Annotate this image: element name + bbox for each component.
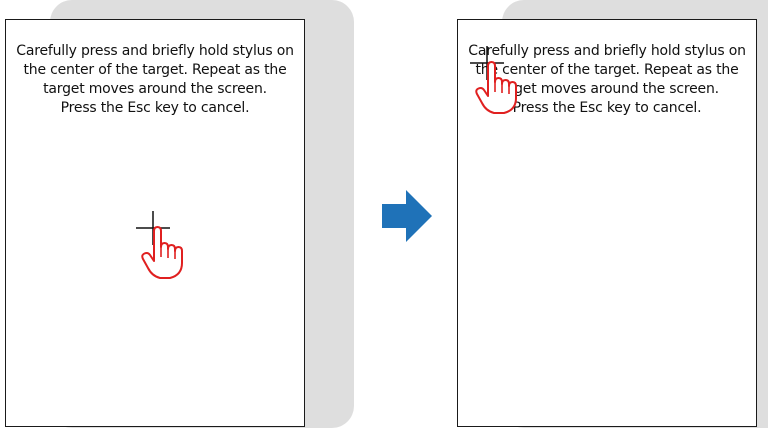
instruction-line-1: Carefully press and briefly hold stylus …	[16, 43, 294, 59]
instruction-line-1: Carefully press and briefly hold stylus …	[468, 43, 746, 59]
calibration-instructions: Carefully press and briefly hold stylus …	[6, 42, 304, 118]
instruction-line-2: the center of the target. Repeat as the	[23, 62, 287, 78]
instruction-line-4: Press the Esc key to cancel.	[512, 100, 702, 116]
pointing-hand-icon	[475, 61, 517, 114]
instruction-line-3: target moves around the screen.	[495, 81, 719, 97]
calibration-instructions: Carefully press and briefly hold stylus …	[458, 42, 756, 118]
pointing-hand-icon	[141, 226, 183, 279]
calibration-step-top-left: Carefully press and briefly hold stylus …	[457, 0, 768, 430]
instruction-line-4: Press the Esc key to cancel.	[60, 100, 250, 116]
instruction-line-2: the center of the target. Repeat as the	[475, 62, 739, 78]
arrow-right-icon	[382, 190, 432, 242]
calibration-screen[interactable]: Carefully press and briefly hold stylus …	[457, 19, 757, 427]
calibration-step-center: Carefully press and briefly hold stylus …	[5, 0, 354, 430]
instruction-line-3: target moves around the screen.	[43, 81, 267, 97]
calibration-screen[interactable]: Carefully press and briefly hold stylus …	[5, 19, 305, 427]
